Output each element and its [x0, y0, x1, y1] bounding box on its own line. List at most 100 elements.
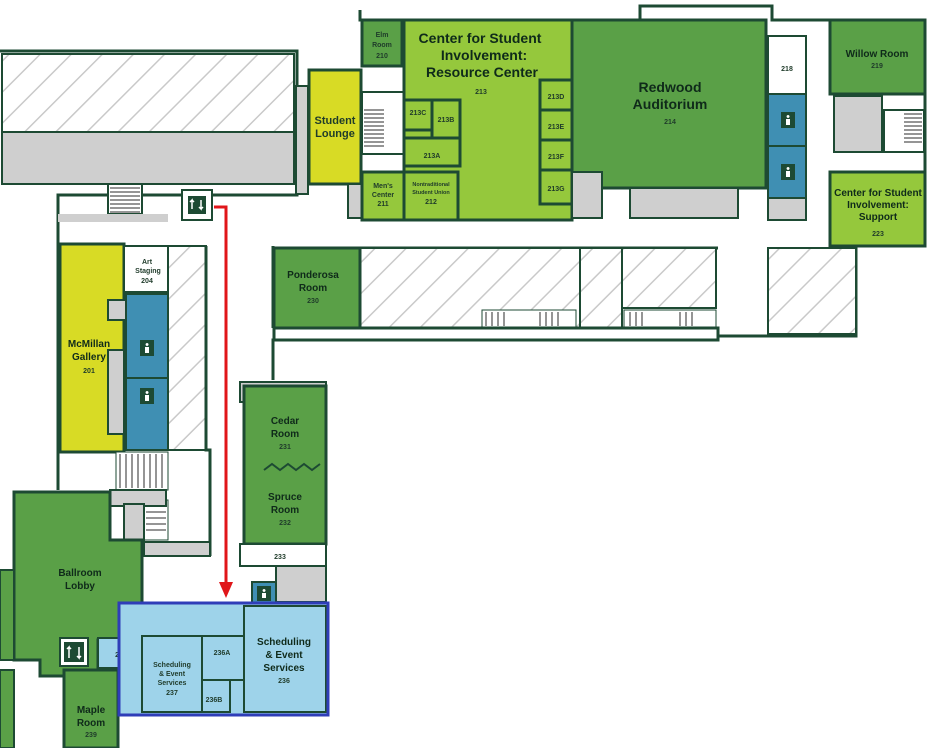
art-staging-number: 204: [141, 278, 153, 285]
room-218[interactable]: [767, 35, 807, 95]
spruce-label-1: Spruce: [268, 492, 302, 503]
mcmillan-number: 201: [83, 368, 95, 375]
room-236a[interactable]: [201, 635, 245, 681]
csi-support-number: 223: [872, 231, 884, 238]
room-213f-label: 213F: [548, 154, 565, 161]
gray-block: [347, 183, 363, 219]
willow-room-number: 219: [871, 63, 883, 70]
mcmillan-label-1: McMillan: [68, 339, 110, 350]
restroom-icon: [145, 343, 149, 353]
gray-block: [107, 299, 127, 321]
cedar-label-2: Room: [271, 429, 299, 440]
ses236-label-2: & Event: [265, 650, 303, 661]
scheduling-event-services-237[interactable]: [141, 635, 203, 713]
cedar-spruce-rooms[interactable]: [242, 384, 328, 546]
maple-number: 239: [85, 732, 97, 739]
hatched-area: [621, 247, 717, 309]
elevator-top[interactable]: [181, 189, 213, 221]
nontrad-number: 212: [425, 199, 437, 206]
room-236b-label: 236B: [206, 697, 223, 704]
spruce-number: 232: [279, 520, 291, 527]
mcmillan-label-2: Gallery: [72, 352, 106, 363]
stairs-top-left: [107, 183, 143, 215]
room-213c-label: 213C: [410, 110, 427, 117]
cedar-number: 231: [279, 444, 291, 451]
ballroom-label-2: Lobby: [65, 581, 95, 592]
elm-room-label-2: Room: [372, 42, 392, 49]
csi-resource-number: 213: [475, 89, 487, 96]
csi-resource-label-2: Involvement:: [441, 47, 527, 63]
gray-block: [767, 197, 807, 221]
student-lounge-label-1: Student: [315, 115, 356, 127]
art-staging-room[interactable]: [123, 245, 169, 293]
corridor-strip: [272, 326, 720, 342]
room-233-label: 233: [274, 554, 286, 561]
csi-support-room[interactable]: [828, 170, 927, 248]
elevator-bottom[interactable]: [59, 637, 89, 667]
elm-room-label-1: Elm: [376, 32, 389, 39]
direction-arrow: [214, 205, 233, 598]
room-213b-label: 213B: [438, 117, 455, 124]
csi-resource-label-3: Resource Center: [426, 64, 539, 80]
willow-room-label: Willow Room: [846, 49, 909, 60]
mens-center-number: 211: [377, 201, 388, 208]
redwood-label-2: Auditorium: [633, 96, 708, 112]
room-213a-label: 213A: [424, 153, 441, 160]
stairs-middle: [481, 309, 717, 329]
hatched-area: [767, 247, 857, 335]
cedar-label-1: Cedar: [271, 416, 299, 427]
restroom-right-upper[interactable]: [767, 93, 807, 147]
movable-partition: [263, 462, 321, 472]
ballroom-edge-lower: [0, 669, 15, 748]
ses237-label-1: Scheduling: [153, 662, 191, 669]
restroom-left-upper[interactable]: [125, 293, 169, 379]
ballroom-edge: [0, 569, 15, 661]
gray-block: [123, 503, 145, 541]
csi-support-label-2: Involvement:: [847, 200, 909, 211]
art-staging-label-2: Staging: [135, 268, 161, 275]
gray-corridor: [1, 131, 295, 185]
gray-block: [275, 565, 327, 603]
scheduling-event-services-236[interactable]: [243, 605, 327, 713]
mens-center-label-1: Men's: [373, 183, 393, 190]
stairs-near-elm: [361, 91, 405, 155]
highlight-box: [117, 601, 330, 717]
restroom-icon: [145, 391, 149, 401]
csi-support-label-3: Support: [859, 212, 898, 223]
restroom-icon: [786, 167, 790, 177]
gray-landing: [58, 214, 168, 222]
csi-resource-label-1: Center for Student: [419, 30, 542, 46]
nontraditional-student-union-room[interactable]: [402, 170, 460, 222]
ses237-number: 237: [166, 690, 178, 697]
student-lounge-room[interactable]: [307, 68, 363, 186]
room-213a[interactable]: [402, 136, 462, 168]
gray-block: [833, 95, 883, 153]
elm-room[interactable]: [360, 18, 404, 68]
ballroom-label-1: Ballroom: [58, 568, 101, 579]
spruce-label-2: Room: [271, 505, 299, 516]
elevator-icon: [66, 645, 82, 660]
room-213g-label: 213G: [547, 186, 565, 193]
gray-block: [571, 171, 603, 219]
room-213e-label: 213E: [548, 124, 565, 131]
ses237-label-3: Services: [158, 680, 187, 687]
student-lounge-label-2: Lounge: [315, 128, 355, 140]
hatched-area: [1, 53, 295, 133]
nontrad-label-1: Nontraditional: [412, 182, 450, 188]
art-staging-label-1: Art: [142, 259, 153, 266]
room-236b[interactable]: [201, 679, 231, 713]
redwood-auditorium-room[interactable]: [570, 18, 768, 190]
accessible-restroom-icon: [262, 589, 266, 598]
redwood-label-1: Redwood: [639, 79, 702, 95]
restroom-icon: [786, 115, 790, 125]
gray-strip: [295, 85, 309, 195]
hatched-area: [579, 247, 623, 331]
willow-room[interactable]: [828, 18, 927, 96]
maple-label-2: Room: [77, 718, 105, 729]
restroom-right-lower[interactable]: [767, 145, 807, 199]
room-213b[interactable]: [430, 98, 462, 140]
restroom-left-lower[interactable]: [125, 377, 169, 451]
stairs-right: [883, 109, 925, 153]
ponderosa-number: 230: [307, 298, 319, 305]
